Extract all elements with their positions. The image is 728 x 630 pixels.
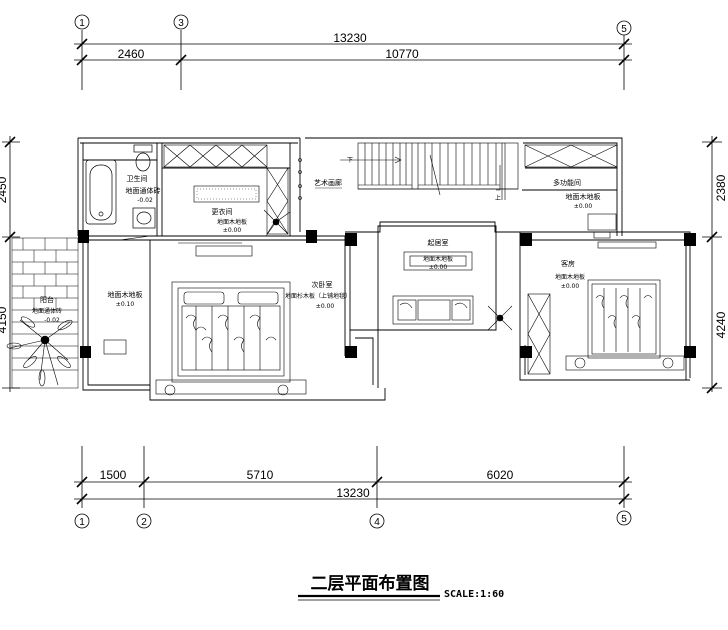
svg-text:±0.00: ±0.00 [574,203,593,210]
wardrobe-cabinet [163,144,289,235]
right-lower-dimension: 4240 [714,311,728,338]
gallery-niche [298,158,302,200]
axis-bubble: 1 [74,14,90,30]
bottom-dimension-segment: 5710 [247,468,274,482]
bathroom-label: 卫生间 地面通体砖 -0.02 [126,174,161,204]
living-tv-console [403,251,473,271]
toilet-icon [133,144,153,172]
svg-text:5: 5 [621,514,627,525]
balcony-paving [11,237,79,389]
left-upper-dimension: 2450 [0,176,9,203]
staircase [340,142,519,200]
svg-text:地面木地板: 地面木地板 [108,290,143,299]
multi-room-label: 多功能间 地面木地板 ±0.00 [553,178,601,210]
svg-text:-0.02: -0.02 [44,317,60,324]
axis-bubble: 4 [369,513,385,529]
axis-bubble: 3 [173,14,189,30]
scale-label: SCALE:1:60 [444,589,504,600]
right-upper-dimension: 2380 [714,174,728,201]
axis-bubble: 1 [74,513,90,529]
structural-columns [78,230,696,358]
guest-wardrobe [527,241,657,375]
gallery-label: 艺术画廊 [314,178,342,189]
top-total-dimension: 13230 [333,31,367,45]
svg-text:±0.10: ±0.10 [116,301,135,308]
svg-text:地面木地板: 地面木地板 [423,255,453,263]
svg-text:±0.00: ±0.00 [429,264,448,271]
svg-text:±0.00: ±0.00 [561,283,580,290]
svg-text:地面杉木板（上铺地毯）: 地面杉木板（上铺地毯） [285,292,351,300]
cloak-ottoman [193,185,260,203]
svg-text:艺术画廊: 艺术画廊 [314,178,342,187]
svg-text:1: 1 [79,18,85,29]
stair-up-label: 上 [495,194,501,202]
plant-icon [487,305,513,331]
plant-icon [6,316,73,387]
bathtub-icon [85,159,117,225]
guest-bed-icon [565,279,685,371]
axis-bubble: 5 [616,510,632,526]
walls [77,137,691,401]
svg-text:地面通体砖: 地面通体砖 [32,307,62,315]
sofa-icon [392,295,474,325]
svg-text:-0.02: -0.02 [137,197,153,204]
svg-text:地面木地板: 地面木地板 [217,218,247,226]
master-bed-icon [155,281,307,396]
top-dimension-chain [74,30,632,90]
living-room-label: 起居室 地面木地板 ±0.00 [423,238,453,271]
svg-text:更衣间: 更衣间 [212,207,233,216]
svg-text:地面通体砖: 地面通体砖 [126,186,161,195]
bottom-total-dimension: 13230 [336,486,370,500]
right-dimension-chain [702,136,722,394]
drawing-title: 二层平面布置图 [311,573,430,594]
multi-cabinet [524,144,618,168]
svg-text:5: 5 [621,24,627,35]
svg-text:客房: 客房 [561,259,575,268]
svg-text:卫生间: 卫生间 [127,174,148,183]
master-room-label: 地面木地板 ±0.10 [108,290,143,308]
axis-bubble: 5 [616,20,632,36]
left-lower-dimension: 4150 [0,306,9,333]
balcony-label: 阳台 地面通体砖 -0.02 [32,295,62,324]
svg-text:阳台: 阳台 [40,295,54,304]
top-dimension-segment: 10770 [385,47,419,61]
master-wardrobe [119,235,253,257]
bottom-dimension-segment: 1500 [100,468,127,482]
washbasin-icon [132,207,156,229]
svg-text:±0.00: ±0.00 [316,303,335,310]
svg-text:多功能间: 多功能间 [553,178,581,187]
top-dimension-segment: 2460 [118,47,145,61]
axis-bubble: 2 [136,513,152,529]
svg-text:次卧室: 次卧室 [312,280,333,289]
second-room-label: 次卧室 地面杉木板（上铺地毯） ±0.00 [285,280,351,310]
plant-icon [263,209,291,237]
svg-text:4: 4 [374,517,380,528]
svg-text:±0.00: ±0.00 [223,227,242,234]
left-dimension-chain [2,136,20,392]
guest-room-label: 客房 地面木地板 ±0.00 [555,259,585,290]
svg-text:3: 3 [178,18,184,29]
svg-text:地面木地板: 地面木地板 [566,192,601,201]
bottom-dimension-chain [74,446,632,508]
stair-down-label: 下 [347,157,353,164]
master-desk [103,339,127,355]
svg-text:1: 1 [79,517,85,528]
svg-text:起居室: 起居室 [428,238,449,247]
desk-icon [587,213,617,239]
svg-text:地面木地板: 地面木地板 [555,273,585,281]
svg-text:2: 2 [141,517,147,528]
cloakroom-label: 更衣间 地面木地板 ±0.00 [212,207,248,234]
bottom-dimension-segment: 6020 [487,468,514,482]
